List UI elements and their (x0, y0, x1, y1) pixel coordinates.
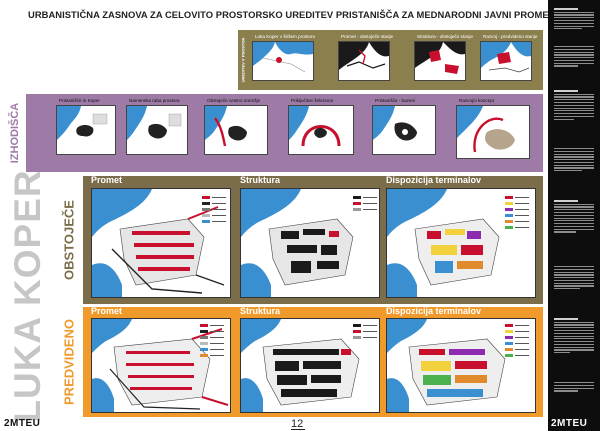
top-map-1-graphic (253, 42, 313, 80)
obstojece-band: Promet Struktura Dispozicija terminalov (83, 175, 543, 304)
izhodisca-band: Pristanišče in Koper Namenska raba prost… (26, 94, 543, 172)
top-map-2-graphic (339, 42, 389, 80)
purple-map-caption: Pristanišče in Koper (59, 98, 100, 103)
planned-terminals-graphic (387, 319, 535, 412)
top-map-3: Struktura - obstoječe stanje (414, 34, 473, 81)
existing-traffic-legend (202, 195, 228, 225)
sidebar-paragraph (554, 200, 594, 234)
sidebar-paragraph (554, 266, 594, 291)
predvideno-band: Promet Struktura Dispozicija terminalov (83, 306, 543, 417)
purple-map-caption: Obstoječe cestno omrežje (207, 98, 261, 103)
obstojece-label: OBSTOJEČE (61, 200, 77, 280)
section-header-dispozicija: Dispozicija terminalov (386, 306, 482, 316)
planned-traffic-legend (200, 323, 226, 359)
izhodisca-label: IZHODIŠČA (9, 102, 21, 164)
top-map-caption: Struktura - obstoječe stanje (417, 34, 473, 39)
purple-map-4-graphic (289, 106, 353, 154)
top-map-2: Promet - obstoječe stanje (338, 34, 393, 81)
sidebar-paragraph (554, 148, 594, 173)
purple-map-6-graphic (457, 106, 529, 158)
existing-traffic-map (91, 188, 231, 298)
planned-terminals-legend (505, 323, 531, 359)
izhodisca-vertical-title: IZHODIŠČA (6, 94, 24, 172)
urejanje-vertical-title: UREDITEV V PROSTOR (238, 30, 248, 90)
purple-map-1: Pristanišče in Koper (56, 98, 116, 155)
poster-title: URBANISTIČNA ZASNOVA ZA CELOVITO PROSTOR… (28, 9, 600, 20)
top-map-4-graphic (481, 42, 531, 80)
existing-structure-graphic (241, 189, 379, 297)
obstojece-vertical-title: OBSTOJEČE (60, 176, 78, 304)
logo-2mteu-left: 2MTEU (4, 418, 41, 429)
existing-terminals-map (386, 188, 536, 298)
existing-structure-legend (353, 195, 379, 213)
purple-map-3: Obstoječe cestno omrežje (204, 98, 268, 155)
page-number-underline (291, 429, 305, 430)
planned-traffic-map (91, 318, 231, 413)
purple-map-5: Pristanišče - bazeni (372, 98, 436, 155)
purple-map-caption: Razvojni koncept (459, 98, 494, 103)
planned-structure-legend (353, 323, 379, 341)
luka-koper-vertical-title: LUKA KOPER (3, 169, 53, 422)
purple-map-3-graphic (205, 106, 267, 154)
sidebar-paragraph (554, 8, 594, 31)
sidebar-paragraph (554, 382, 594, 393)
purple-map-1-graphic (57, 106, 115, 154)
existing-terminals-legend (505, 195, 531, 231)
planned-traffic-graphic (92, 319, 230, 412)
predvideno-vertical-title: PREDVIDENO (60, 307, 78, 417)
purple-map-5-graphic (373, 106, 435, 154)
logo-2mteu-right: 2MTEU (551, 418, 588, 429)
purple-map-4: Priključitve železnice (288, 98, 354, 155)
top-map-1: Luka Koper v širšem prostoru (252, 34, 315, 81)
planned-structure-map (240, 318, 380, 413)
section-header-promet: Promet (91, 175, 123, 185)
top-band: UREDITEV V PROSTOR Luka Koper v širšem p… (238, 30, 543, 90)
top-map-caption: Razvoj - predvideno stanje (483, 34, 538, 39)
urejanje-label: UREDITEV V PROSTOR (240, 37, 246, 83)
section-header-promet: Promet (91, 306, 123, 316)
section-header-struktura: Struktura (240, 306, 281, 316)
purple-map-caption: Namenska raba prostora (129, 98, 180, 103)
sidebar-paragraph (554, 318, 594, 355)
sidebar-paragraph (554, 46, 594, 68)
planned-structure-graphic (241, 319, 379, 412)
section-header-dispozicija: Dispozicija terminalov (386, 175, 482, 185)
existing-structure-map (240, 188, 380, 298)
existing-traffic-graphic (92, 189, 230, 297)
section-header-struktura: Struktura (240, 175, 281, 185)
purple-map-caption: Priključitve železnice (291, 98, 334, 103)
luka-koper-label: LUKA KOPER (7, 169, 48, 423)
predvideno-label: PREDVIDENO (61, 319, 77, 405)
page-number: 12 (291, 418, 304, 430)
top-map-caption: Luka Koper v širšem prostoru (255, 34, 315, 39)
purple-map-2-graphic (127, 106, 187, 154)
top-map-3-graphic (415, 42, 465, 80)
sidebar-paragraph (554, 90, 594, 121)
purple-map-2: Namenska raba prostora (126, 98, 188, 155)
top-map-4: Razvoj - predvideno stanje (480, 34, 537, 81)
purple-map-caption: Pristanišče - bazeni (375, 98, 416, 103)
description-sidebar (548, 0, 600, 431)
planned-terminals-map (386, 318, 536, 413)
existing-terminals-graphic (387, 189, 535, 297)
purple-map-6: Razvojni koncept (456, 98, 530, 159)
top-map-caption: Promet - obstoječe stanje (341, 34, 394, 39)
